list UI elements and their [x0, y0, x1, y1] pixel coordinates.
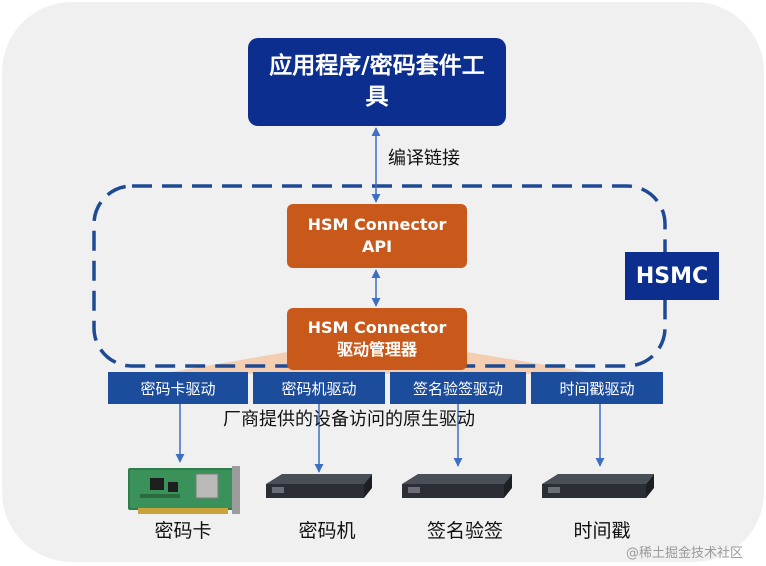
vendor-driver-label: 厂商提供的设备访问的原生驱动 — [223, 409, 475, 430]
crypto-machine-icon — [266, 474, 372, 498]
timestamp-driver-box: 时间戳驱动 — [531, 372, 663, 404]
machine-driver-box: 密码机驱动 — [253, 372, 385, 404]
signature-device-label: 签名验签 — [426, 520, 503, 542]
application-box: 应用程序/密码套件工具 — [248, 38, 506, 126]
crypto-card-icon — [128, 466, 240, 514]
application-box-label: 应用程序/密码套件工具 — [269, 53, 485, 110]
signature-driver-box: 签名验签驱动 — [390, 372, 526, 404]
crypto-card-label: 密码卡 — [154, 520, 212, 542]
hsm-api-line1: HSM Connector — [307, 215, 447, 234]
hsm-api-line2: API — [361, 237, 393, 256]
timestamp-device-icon — [542, 474, 654, 498]
hsm-manager-line1: HSM Connector — [307, 318, 447, 337]
signature-device-icon — [402, 474, 512, 498]
signature-driver-label: 签名验签驱动 — [412, 379, 503, 398]
timestamp-device-label: 时间戳 — [573, 520, 631, 542]
card-driver-label: 密码卡驱动 — [140, 379, 216, 398]
watermark: @稀土掘金技术社区 — [626, 546, 744, 561]
hsmc-label-box: HSMC — [625, 252, 719, 300]
machine-driver-label: 密码机驱动 — [281, 379, 357, 398]
hsm-connector-manager-box: HSM Connector 驱动管理器 — [287, 308, 467, 370]
crypto-machine-label: 密码机 — [298, 520, 356, 542]
card-driver-box: 密码卡驱动 — [108, 372, 248, 404]
hsm-connector-api-box: HSM Connector API — [287, 204, 467, 268]
hsm-manager-line2: 驱动管理器 — [336, 340, 417, 359]
hsmc-label: HSMC — [635, 263, 709, 289]
timestamp-driver-label: 时间戳驱动 — [559, 379, 635, 398]
compile-link-label: 编译链接 — [388, 148, 460, 169]
